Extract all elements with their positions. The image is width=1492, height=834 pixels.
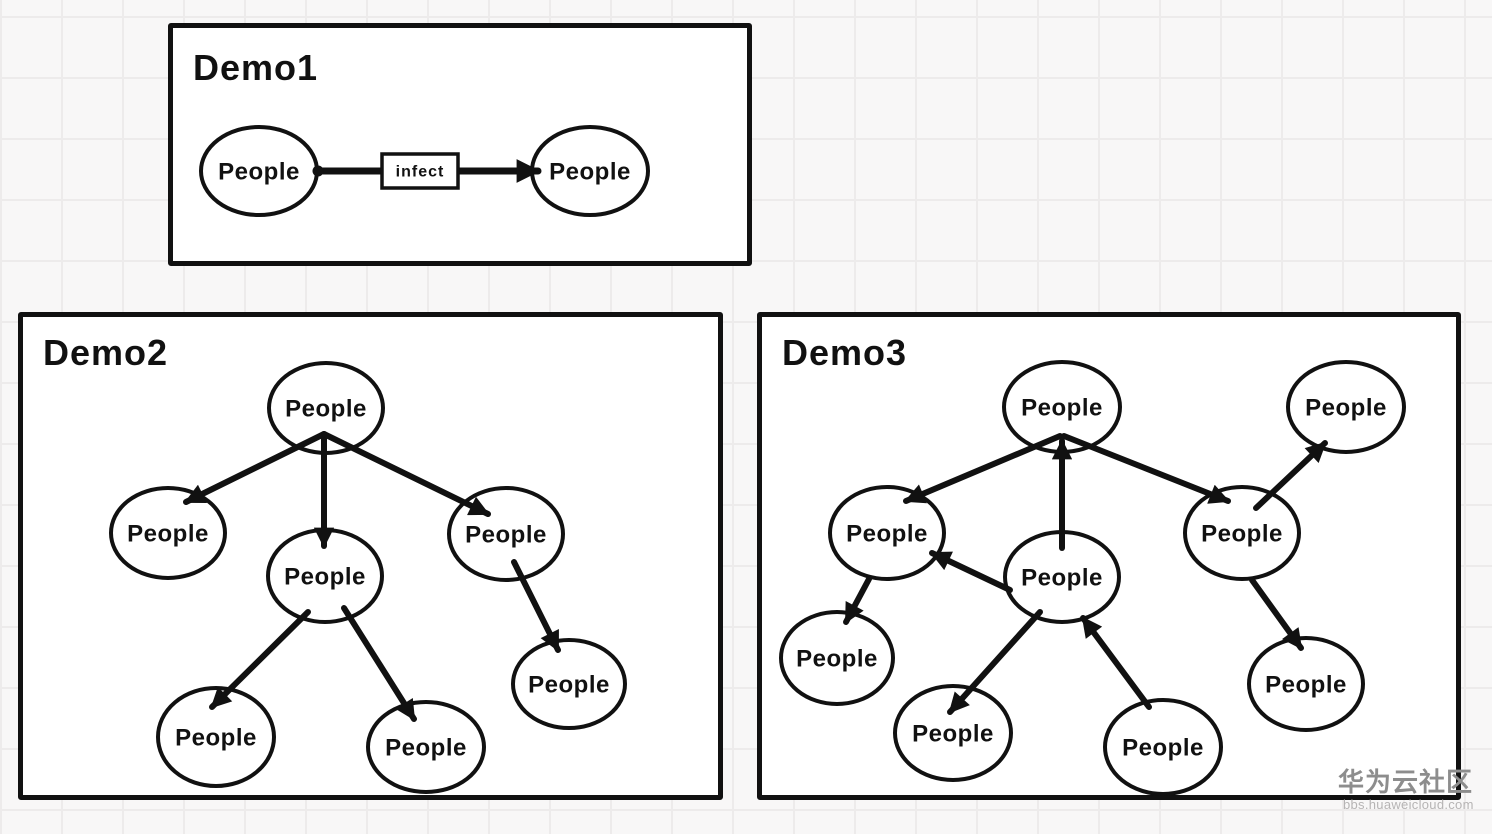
demo2-title: Demo2 [43, 332, 169, 373]
watermark-title: 华为云社区 [1338, 767, 1474, 797]
demo2-panel: Demo2 [18, 312, 723, 800]
demo3-title: Demo3 [782, 332, 908, 373]
watermark: 华为云社区 bbs.huaweicloud.com [1338, 767, 1492, 813]
demo3-panel: Demo3 [757, 312, 1461, 800]
watermark-url: bbs.huaweicloud.com [1343, 797, 1474, 813]
demo1-title: Demo1 [193, 47, 319, 88]
demo1-panel: Demo1 [168, 23, 752, 266]
